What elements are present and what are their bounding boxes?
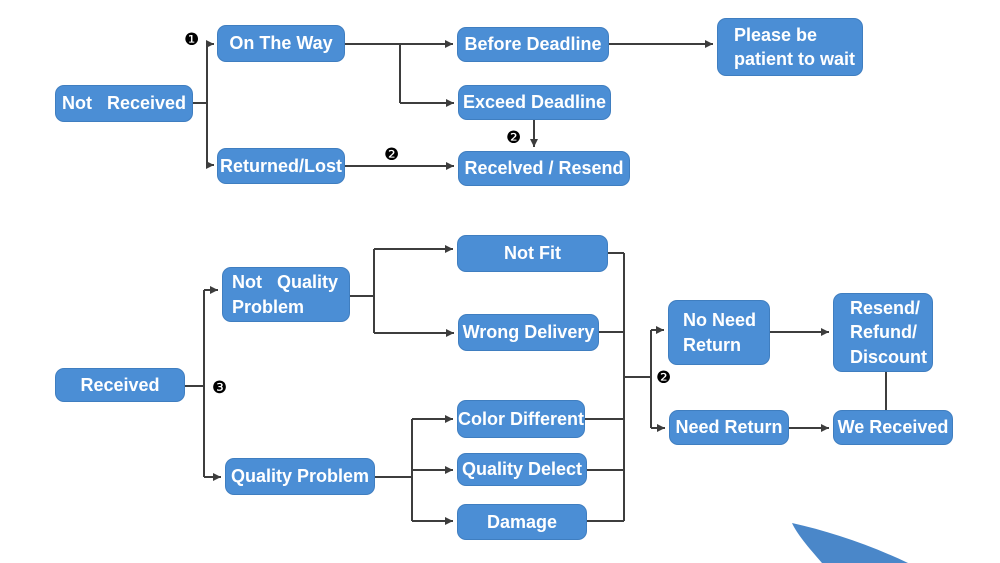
node-received-resend: Recelved / Resend: [458, 151, 630, 186]
swoosh-graphic: [792, 523, 908, 563]
node-need-return: Need Return: [669, 410, 789, 445]
node-on-the-way: On The Way: [217, 25, 345, 62]
node-exceed-deadline: Exceed Deadline: [458, 85, 611, 120]
node-we-received: We Received: [833, 410, 953, 445]
node-not-quality-problem: Not Quality Problem: [222, 267, 350, 322]
node-received: Received: [55, 368, 185, 402]
node-resend-refund-discount: Resend/ Refund/ Discount: [833, 293, 933, 372]
badge-circled-3: ❸: [212, 378, 228, 397]
node-damage: Damage: [457, 504, 587, 540]
node-quality-problem: Quality Problem: [225, 458, 375, 495]
badge-circled-2-return-split: ❷: [656, 368, 672, 387]
node-color-different: Color Different: [457, 400, 585, 438]
bottom-connectors: [185, 245, 887, 525]
node-before-deadline: Before Deadline: [457, 27, 609, 62]
node-not-received: Not Received: [55, 85, 193, 122]
node-quality-delect: Quality Delect: [457, 453, 587, 486]
node-please-be-patient: Please be patient to wait: [717, 18, 863, 76]
node-returned-lost: Returned/Lost: [217, 148, 345, 184]
badge-circled-2-exceed: ❷: [506, 128, 522, 147]
top-connectors: [193, 40, 713, 170]
node-not-fit: Not Fit: [457, 235, 608, 272]
node-no-need-return: No Need Return: [668, 300, 770, 365]
badge-circled-2-returned: ❷: [384, 145, 400, 164]
badge-circled-1: ❶: [184, 30, 200, 49]
node-wrong-delivery: Wrong Delivery: [458, 314, 599, 351]
